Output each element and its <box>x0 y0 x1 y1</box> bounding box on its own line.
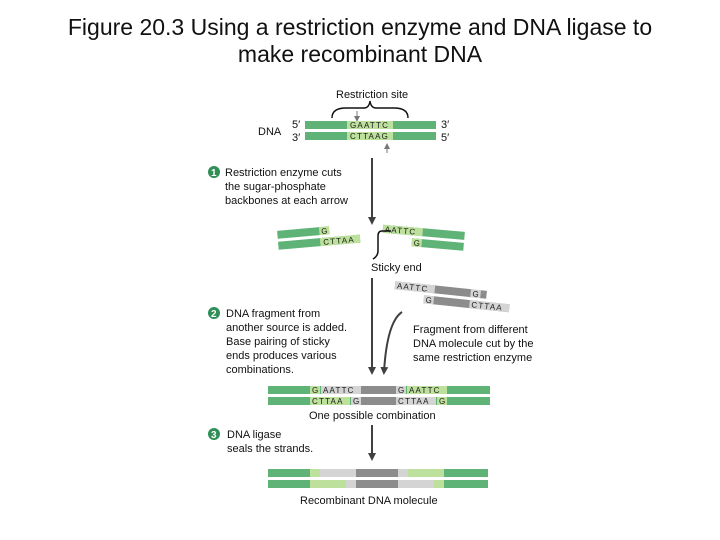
combination-bottom-cttaa-left-seq: CTTAA <box>312 397 344 406</box>
top-right-3prime: 3′ <box>441 119 449 131</box>
combination-bottom-cttaa-right-seq: CTTAA <box>398 397 430 406</box>
foreign-fragment-bottom-left-seq: G <box>425 295 433 305</box>
left-cut-fragment: G CTTAA <box>277 226 361 250</box>
combination-bottom-foreign <box>361 397 396 405</box>
step1-line-3: backbones at each arrow <box>225 195 348 207</box>
combination-bottom-cttaa-right <box>396 397 436 405</box>
recombinant-bottom-light-green-1 <box>310 480 346 488</box>
foreign-fragment-bottom-end <box>423 295 435 305</box>
left-fragment-top-strand <box>277 226 330 239</box>
step1-line-1: Restriction enzyme cuts <box>225 167 342 179</box>
combination-top-foreign <box>361 386 396 394</box>
left-fragment-bottom-seq: CTTAA <box>323 235 355 247</box>
title-line-1: Figure 20.3 Using a restriction enzyme a… <box>67 14 653 40</box>
combination-bottom-g-left-seq: G <box>353 397 360 406</box>
recombinant-top-gray <box>356 469 398 477</box>
step2-number: 2 <box>211 309 217 320</box>
recombinant-label: Recombinant DNA molecule <box>300 495 438 507</box>
title-line-2: make recombinant DNA <box>237 41 483 67</box>
fragment-line-3: same restriction enzyme <box>413 352 532 364</box>
step1-badge <box>208 166 220 178</box>
left-fragment-sticky-end <box>319 234 361 247</box>
recombinant-top-light-gray-2 <box>398 469 408 477</box>
fragment-curved-arrow <box>380 311 403 375</box>
step1-line-2: the sugar-phosphate <box>225 181 326 193</box>
dna-label: DNA <box>258 126 282 138</box>
foreign-fragment-top-end <box>470 289 481 299</box>
combination-top-g-left <box>310 386 320 394</box>
recombinant-molecule <box>268 469 488 488</box>
combination-top-aattc-left-seq: AATTC <box>323 386 355 395</box>
foreign-fragment-bottom-sticky <box>469 300 510 313</box>
right-fragment-bottom-seq: G <box>413 238 421 248</box>
sticky-end-label: Sticky end <box>371 262 422 274</box>
recombinant-bottom-light-green-2 <box>434 480 444 488</box>
right-fragment-bottom-end <box>411 238 423 248</box>
dna-bottom-site <box>347 132 393 140</box>
step3-line-2: seals the strands. <box>227 443 313 455</box>
step3-number: 3 <box>211 430 217 441</box>
combination-bottom-g-left <box>351 397 361 405</box>
step2-line-2: another source is added. <box>226 322 347 334</box>
right-fragment-top-seq: AATTC <box>384 225 416 237</box>
combination-top-g-right <box>396 386 406 394</box>
fragment-line-1: Fragment from different <box>413 324 528 336</box>
step2-line-3: Base pairing of sticky <box>226 336 330 348</box>
combination-bottom-cttaa-left <box>310 397 350 405</box>
combination-bottom-g-right-seq: G <box>439 397 446 406</box>
foreign-fragment-bottom-seq: CTTAA <box>471 300 503 312</box>
combination-top-g-left-seq: G <box>312 386 319 395</box>
fragment-line-2: DNA molecule cut by the <box>413 338 533 350</box>
figure-title: Figure 20.3 Using a restriction enzyme a… <box>0 14 720 68</box>
foreign-fragment-top-sticky <box>394 281 436 294</box>
recombinant-bottom-light-gray-1 <box>346 480 356 488</box>
right-cut-fragment: AATTC G <box>382 224 465 251</box>
step2-line-1: DNA fragment from <box>226 308 320 320</box>
step2-badge <box>208 307 220 319</box>
left-fragment-top-seq: G <box>321 226 329 236</box>
step3-badge <box>208 428 220 440</box>
restriction-site-brace <box>331 100 409 119</box>
step1-number: 1 <box>211 168 217 179</box>
recombinant-top-light-green-2 <box>408 469 444 477</box>
recombinant-bottom-light-gray-2 <box>398 480 434 488</box>
left-fragment-top-end <box>318 226 330 236</box>
recombinant-top-light-gray-1 <box>320 469 356 477</box>
combination-molecule: G AATTC G AATTC CTTAA G CTTAA G <box>268 386 490 406</box>
foreign-fragment: AATTC G G CTTAA <box>394 281 510 313</box>
recombinant-top-light-green-1 <box>310 469 320 477</box>
bottom-right-5prime: 5′ <box>441 132 449 144</box>
dna-top-site <box>347 121 393 129</box>
right-fragment-bottom-strand <box>411 238 464 251</box>
foreign-fragment-top-seq: AATTC <box>397 281 429 293</box>
combination-label: One possible combination <box>309 410 436 422</box>
dna-top-sequence: GAATTC <box>350 121 389 130</box>
bottom-left-3prime: 3′ <box>292 132 300 144</box>
top-left-5prime: 5′ <box>292 119 300 131</box>
combination-top-aattc-left <box>321 386 361 394</box>
restriction-site-label: Restriction site <box>336 89 408 101</box>
step2-line-4: ends produces various <box>226 350 337 362</box>
combination-bottom-g-right <box>437 397 447 405</box>
combination-top-g-right-seq: G <box>398 386 405 395</box>
step2-line-5: combinations. <box>226 364 294 376</box>
recombinant-bottom-gray <box>356 480 398 488</box>
sticky-end-brace <box>372 230 391 260</box>
step3-line-1: DNA ligase <box>227 429 281 441</box>
combination-top-aattc-right <box>407 386 447 394</box>
combination-top-aattc-right-seq: AATTC <box>409 386 441 395</box>
right-fragment-sticky-end <box>382 224 424 237</box>
foreign-fragment-top-right-seq: G <box>472 289 480 299</box>
dna-bottom-sequence: CTTAAG <box>350 132 389 141</box>
